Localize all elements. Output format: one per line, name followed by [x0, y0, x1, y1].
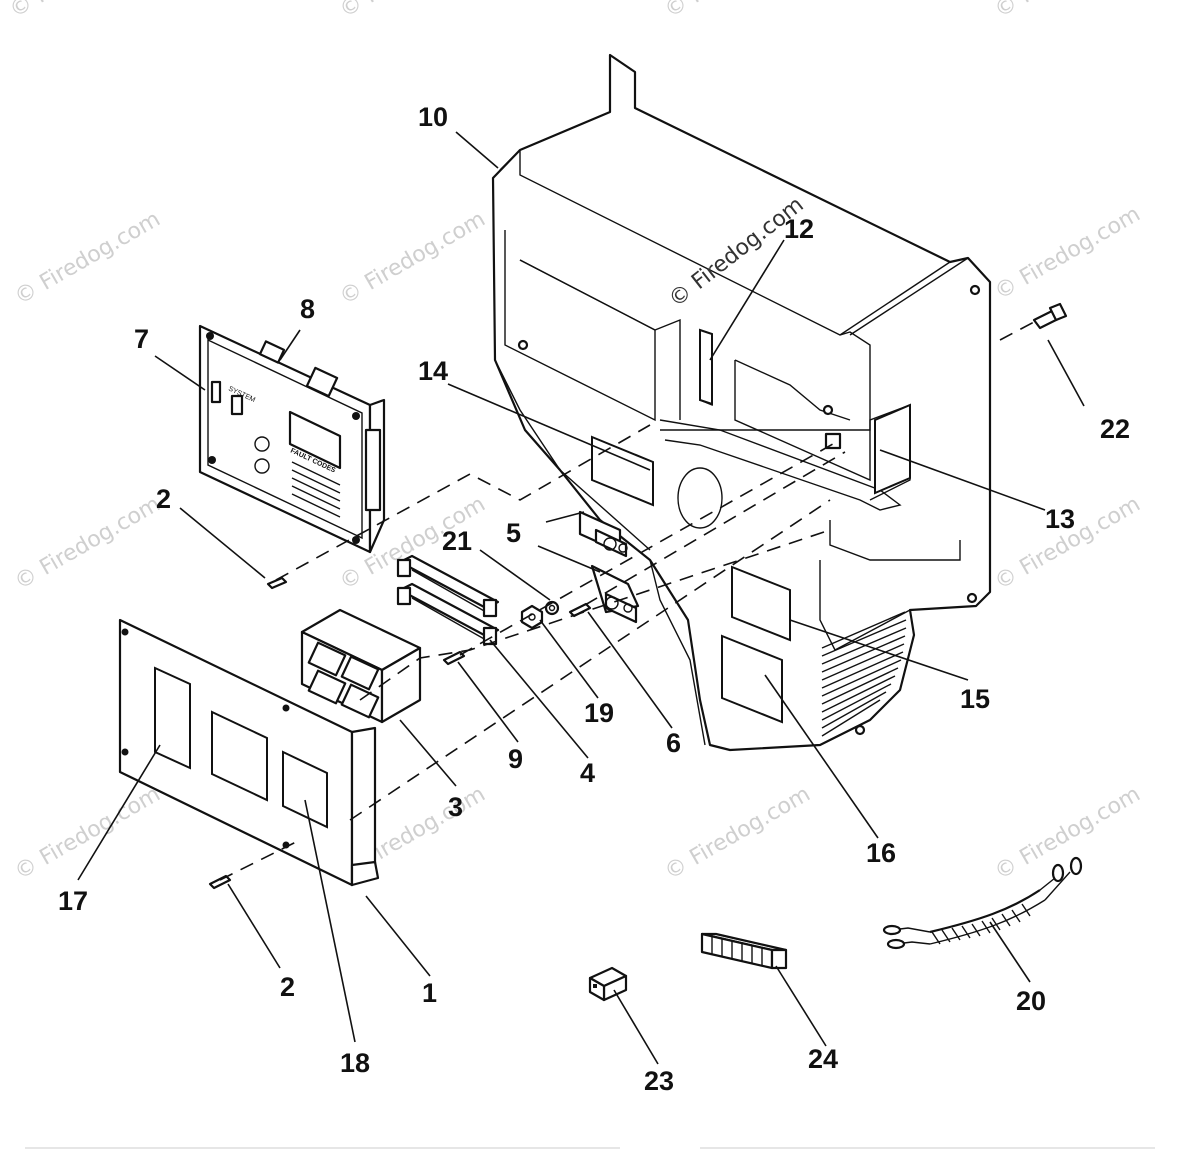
socket-part — [824, 432, 842, 450]
callout-9: 9 — [508, 744, 523, 774]
toggle-switch — [230, 394, 244, 416]
hole-icon — [854, 724, 866, 736]
label-16 — [721, 634, 783, 724]
cable-hole — [677, 467, 723, 529]
watermark-text: © Firedog.com — [661, 0, 815, 23]
lug-part-6 — [590, 564, 640, 624]
callout-22: 22 — [1100, 414, 1130, 444]
callout-20: 20 — [1016, 986, 1046, 1016]
callout-10: 10 — [418, 102, 448, 132]
watermark-text: © Firedog.com — [336, 0, 490, 23]
circuit-breaker-part-3 — [300, 608, 422, 724]
connector-part-24 — [700, 932, 788, 970]
callout-13: 13 — [1045, 504, 1075, 534]
label-15 — [731, 565, 791, 642]
callout-15: 15 — [960, 684, 990, 714]
callout-18: 18 — [340, 1048, 370, 1078]
fault-display — [288, 410, 342, 470]
screw-part-6 — [568, 602, 592, 618]
wire-harness-part-20 — [882, 856, 1083, 950]
housing-part-10 — [491, 53, 992, 752]
watermark-text: © Firedog.com — [336, 207, 490, 310]
hole-icon — [969, 284, 981, 296]
watermark-text: © Firedog.com — [6, 0, 160, 23]
callout-1: 1 — [422, 978, 437, 1008]
watermark-text: © Firedog.com — [11, 207, 165, 310]
bracket-part-4 — [396, 554, 500, 646]
callout-19: 19 — [584, 698, 614, 728]
callout-12: 12 — [784, 214, 814, 244]
callout-21: 21 — [442, 526, 472, 556]
hole-icon — [822, 404, 834, 416]
label-18-window — [211, 710, 268, 802]
watermark-text: © Firedog.com — [661, 782, 815, 885]
watermark-text: © Firedog.com — [991, 782, 1145, 885]
label-18 — [282, 750, 328, 829]
watermark-text: © Firedog.com — [991, 202, 1145, 305]
screw-part-9 — [442, 650, 466, 666]
label-17 — [154, 666, 191, 770]
control-panel-part-7: SYSTEM FAULT CODES — [198, 324, 386, 554]
callout-24: 24 — [808, 1044, 838, 1074]
mounting-plate-part-1 — [118, 618, 380, 887]
toggle-switch — [210, 380, 222, 404]
screw-part-2 — [208, 874, 232, 890]
watermark-text: © Firedog.com — [991, 0, 1145, 23]
callout-5: 5 — [506, 518, 521, 548]
callout-14: 14 — [418, 356, 448, 386]
callout-2-bottom: 2 — [280, 972, 295, 1002]
assembly-lines — [219, 321, 1035, 881]
callout-23: 23 — [644, 1066, 674, 1096]
label-13 — [874, 403, 911, 495]
lug-part-5 — [578, 510, 628, 558]
callout-16: 16 — [866, 838, 896, 868]
connector-part-8 — [258, 340, 286, 364]
callout-8: 8 — [300, 294, 315, 324]
callout-17: 17 — [58, 886, 88, 916]
callout-3: 3 — [448, 792, 463, 822]
label-12 — [699, 328, 713, 406]
leader-lines — [77, 131, 1085, 1065]
callout-7: 7 — [134, 324, 149, 354]
callout-4: 4 — [580, 758, 595, 788]
connector-part-23 — [588, 966, 628, 1002]
callout-2-top: 2 — [156, 484, 171, 514]
bolt-part-22 — [1032, 302, 1068, 330]
hole-icon — [517, 339, 529, 351]
callout-labels: 10 12 14 22 13 7 8 2 5 21 15 19 6 9 4 3 … — [58, 102, 1130, 1096]
connector-part-8 — [305, 366, 339, 398]
terminal-strip — [364, 428, 382, 512]
hole-icon — [966, 592, 978, 604]
label-14 — [591, 435, 654, 507]
vent-grille — [821, 611, 907, 737]
nut-part-19 — [520, 604, 544, 630]
watermark-text: © Firedog.com — [11, 782, 165, 885]
callout-6: 6 — [666, 728, 681, 758]
watermark-text: © Firedog.com — [11, 492, 165, 595]
